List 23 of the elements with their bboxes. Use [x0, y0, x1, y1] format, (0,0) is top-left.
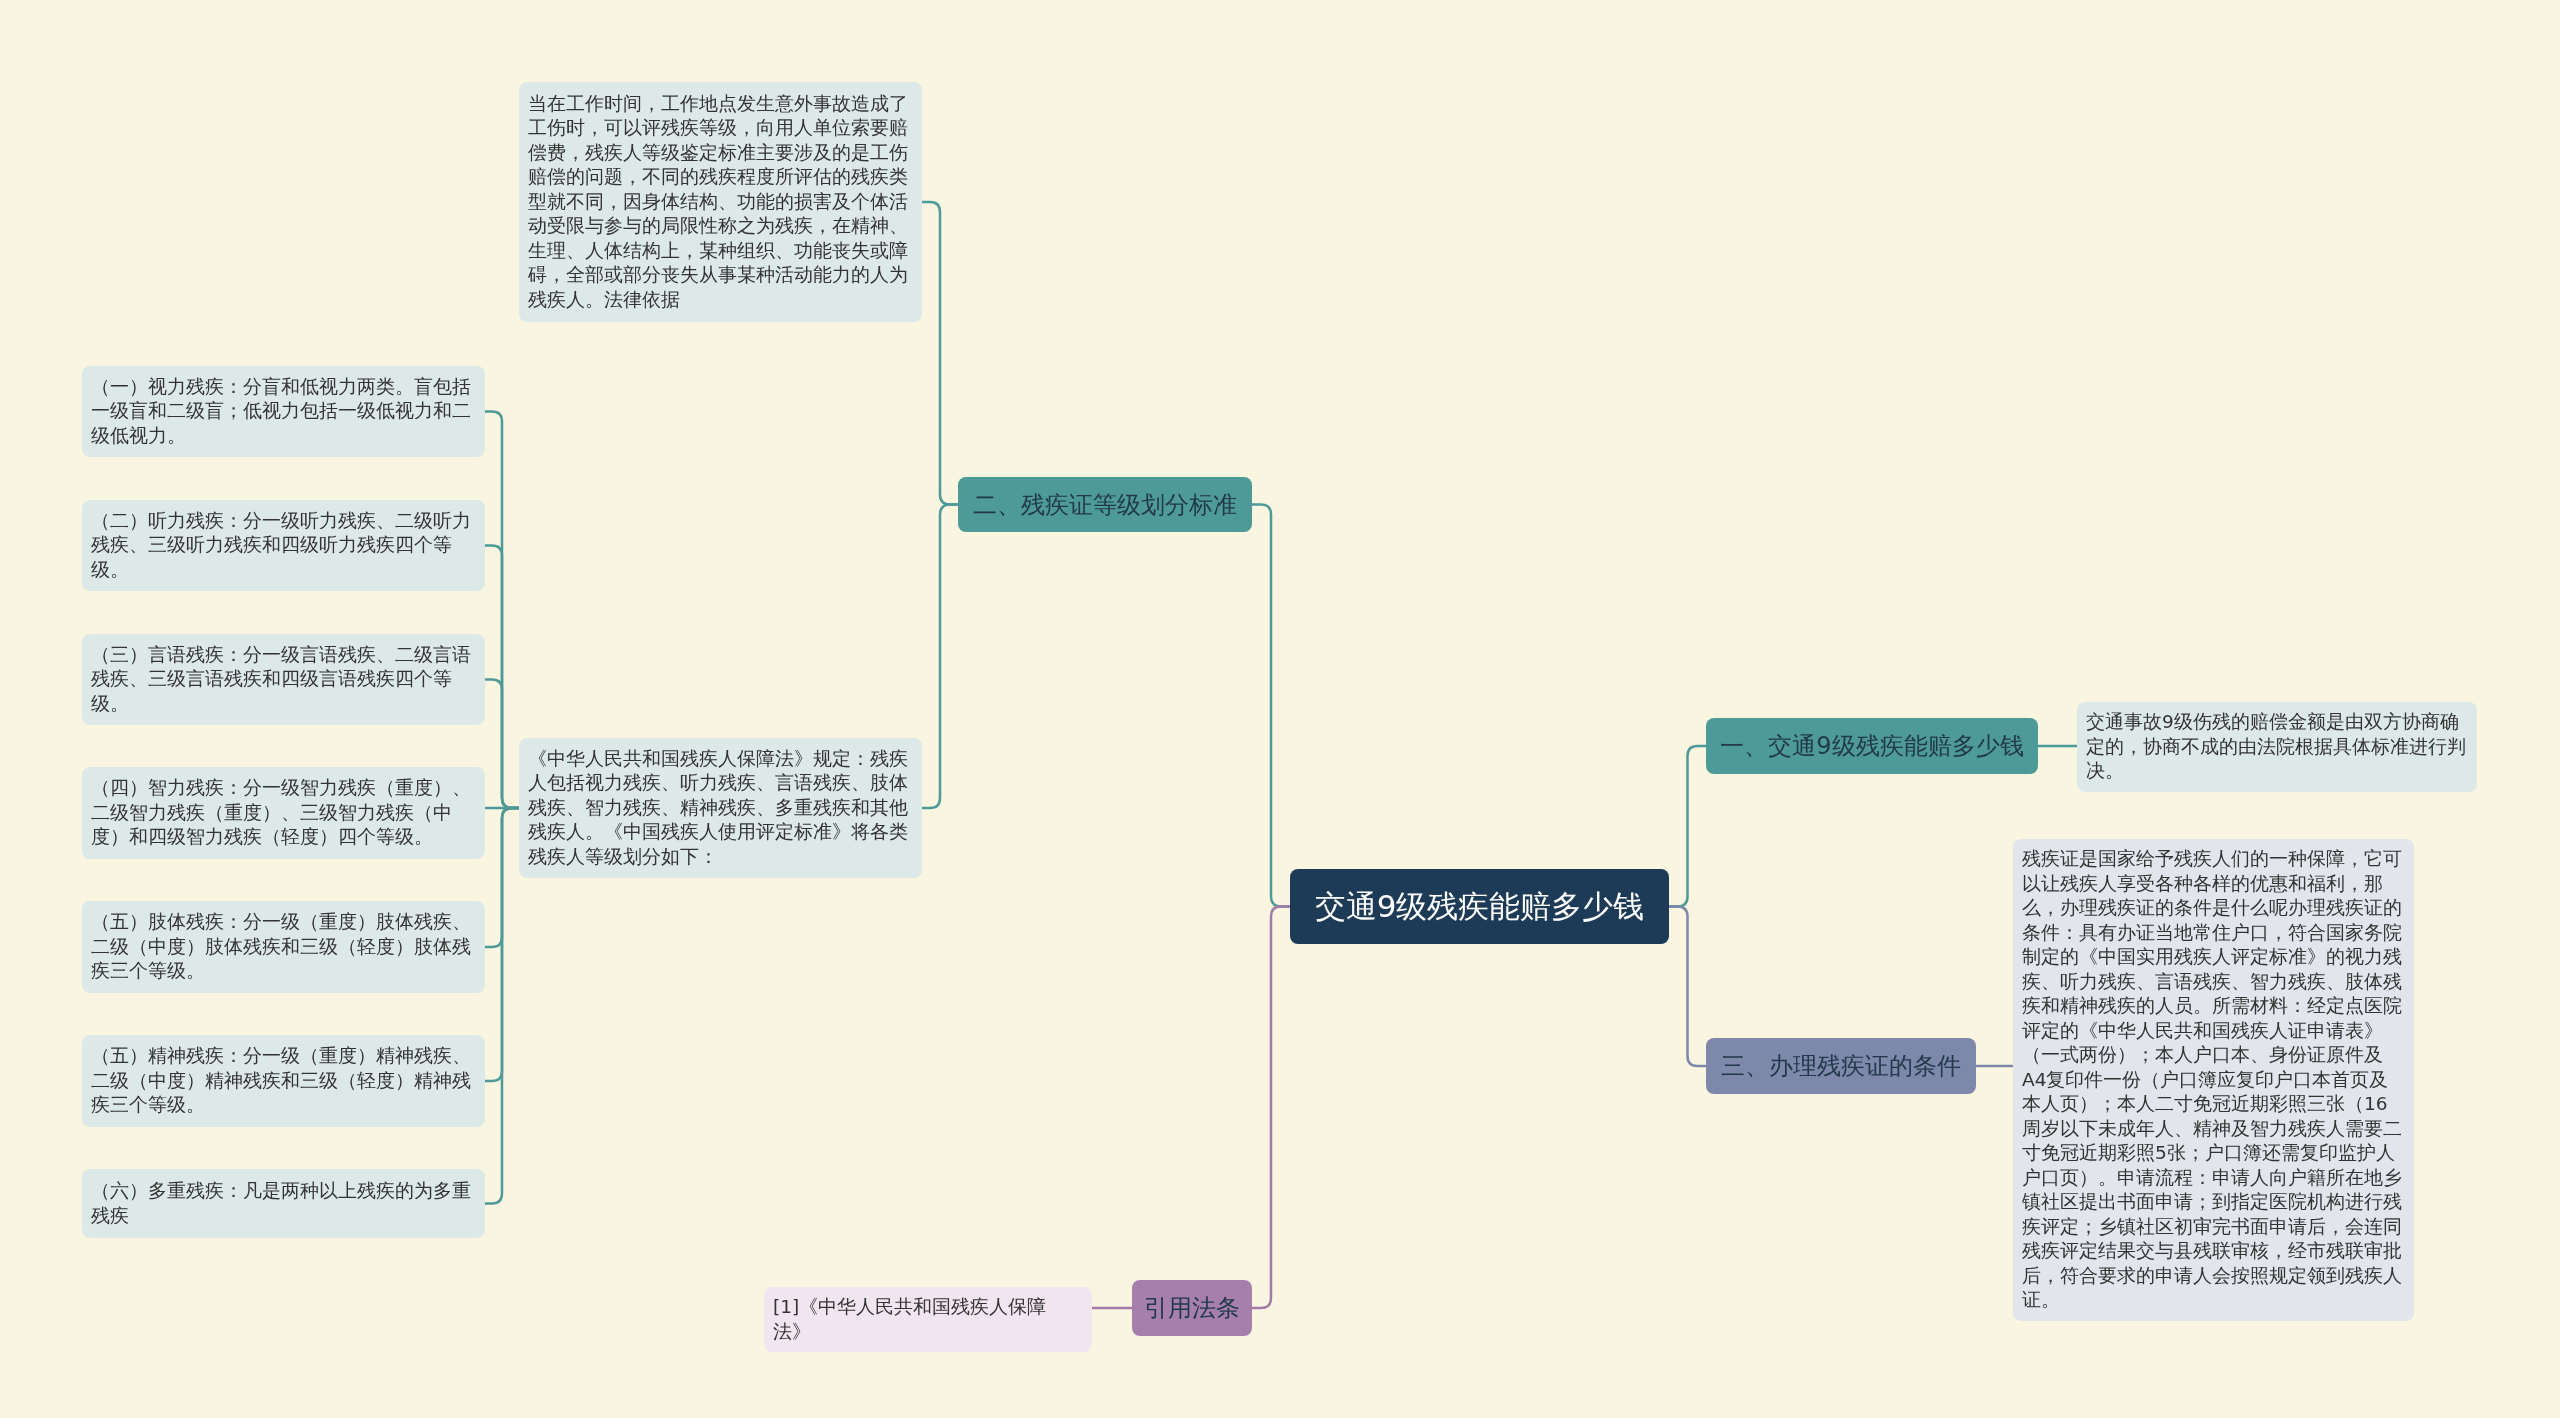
note-card: （二）听力残疾：分一级听力残疾、二级听力残疾、三级听力残疾和四级听力残疾四个等级。	[82, 500, 485, 591]
branch-topic: 二、残疾证等级划分标准	[958, 477, 1252, 532]
connector-line	[1092, 1306, 1132, 1310]
note-card: （五）精神残疾：分一级（重度）精神残疾、二级（中度）精神残疾和三级（轻度）精神残疾三个等级。	[82, 1035, 485, 1127]
note-card: （三）言语残疾：分一级言语残疾、二级言语残疾、三级言语残疾和四级言语残疾四个等级。	[82, 634, 485, 725]
note-card: （五）肢体残疾：分一级（重度）肢体残疾、二级（中度）肢体残疾和三级（轻度）肢体残疾三个等级。	[82, 901, 485, 993]
connector-line	[2038, 744, 2077, 748]
note-card: 当在工作时间，工作地点发生意外事故造成了工伤时，可以评残疾等级，向用人单位索要赔偿费，残疾人等级鉴定标准主要涉及的是工伤赔偿的问题，不同的残疾程度所评估的残疾类型就不同，因身体结构、功能的损害及个体活动受限与参与的局限性称之为残疾，在精神、生理、人体结构上，某种组织、功能丧失或障碍，全部或部分丧失从事某种活动能力的人为残疾人。法律依据	[519, 82, 922, 322]
connector-line	[1976, 1064, 2013, 1068]
note-card: [1]《中华人民共和国残疾人保障法》	[764, 1287, 1092, 1352]
branch-topic: 一、交通9级残疾能赔多少钱	[1706, 718, 2038, 774]
note-card: 交通事故9级伤残的赔偿金额是由双方协商确定的，协商不成的由法院根据具体标准进行判决。	[2077, 702, 2477, 792]
connector-line	[1252, 905, 1290, 1310]
connector-line	[1669, 905, 1706, 1068]
connector-line	[922, 503, 958, 810]
note-card: （一）视力残疾：分盲和低视力两类。盲包括一级盲和二级盲；低视力包括一级低视力和二级低视力。	[82, 366, 485, 457]
note-card: 《中华人民共和国残疾人保障法》规定：残疾人包括视力残疾、听力残疾、言语残疾、肢体残疾、智力残疾、精神残疾、多重残疾和其他残疾人。《中国残疾人使用评定标准》将各类残疾人等级划分如下：	[519, 738, 922, 878]
note-card: （六）多重残疾：凡是两种以上残疾的为多重残疾	[82, 1169, 485, 1238]
note-card: 残疾证是国家给予残疾人们的一种保障，它可以让残疾人享受各种各样的优惠和福利，那么，办理残疾证的条件是什么呢办理残疾证的条件：具有办证当地常住户口，符合国家务院制定的《中国实用残疾人评定标准》的视力残疾、听力残疾、言语残疾、智力残疾、肢体残疾和精神残疾的人员。所需材料：经定点医院评定的《中华人民共和国残疾人证申请表》（一式两份）；本人户口本、身份证原件及A4复印件一份（户口簿应复印户口本首页及本人页）；本人二寸免冠近期彩照三张（16周岁以下未成年人、精神及智力残疾人需要二寸免冠近期彩照5张；户口簿还需复印监护人户口页）。申请流程：申请人向户籍所在地乡镇社区提出书面申请；到指定医院机构进行残疾评定；乡镇社区初审完书面申请后，会连同残疾评定结果交与县残联审核，经市残联审批后，符合要求的申请人会按照规定领到残疾人证。	[2013, 839, 2414, 1321]
branch-topic: 引用法条	[1132, 1280, 1252, 1336]
branch-topic: 三、办理残疾证的条件	[1706, 1038, 1976, 1094]
root-topic: 交通9级残疾能赔多少钱	[1290, 869, 1669, 944]
note-card: （四）智力残疾：分一级智力残疾（重度）、二级智力残疾（重度）、三级智力残疾（中度）和四级智力残疾（轻度）四个等级。	[82, 767, 485, 859]
